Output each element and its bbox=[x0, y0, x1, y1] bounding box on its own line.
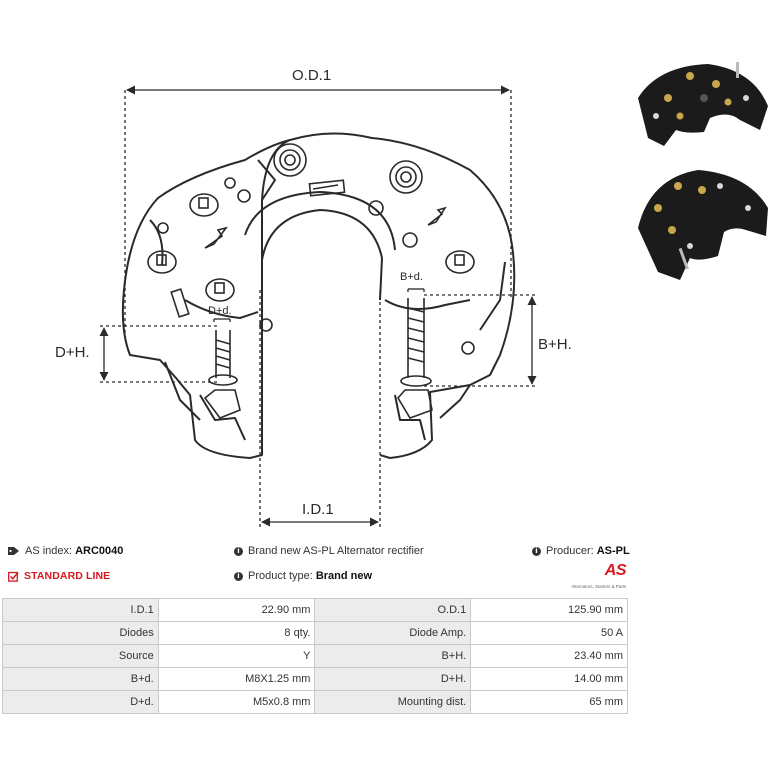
logo-brand: AS bbox=[604, 562, 627, 579]
label-bd: B+d. bbox=[400, 271, 423, 283]
tag-icon bbox=[8, 546, 20, 556]
checkbox-icon bbox=[8, 571, 19, 582]
spec-key: O.D.1 bbox=[314, 598, 472, 622]
spec-value: Y bbox=[157, 644, 316, 668]
spec-key: D+d. bbox=[2, 690, 159, 714]
label-dd: D+d. bbox=[208, 305, 232, 317]
spec-key: B+H. bbox=[314, 644, 472, 668]
producer-label: Producer: bbox=[546, 545, 594, 557]
terminal-stud-right bbox=[397, 298, 433, 419]
product-type-value: Brand new bbox=[315, 570, 373, 582]
producer: i Producer: AS-PL bbox=[532, 545, 630, 557]
info-icon: i bbox=[532, 546, 541, 556]
rectifier-outline bbox=[121, 132, 516, 459]
as-pl-logo: AS Alternators, Starters & Parts bbox=[566, 562, 626, 592]
table-row: Source Y B+H. 23.40 mm bbox=[2, 644, 628, 668]
spec-key: B+d. bbox=[2, 667, 159, 691]
spec-key: Diodes bbox=[2, 621, 159, 645]
table-row: B+d. M8X1.25 mm D+H. 14.00 mm bbox=[2, 667, 628, 691]
spec-value: 14.00 mm bbox=[470, 667, 628, 691]
logo-tagline: Alternators, Starters & Parts bbox=[571, 584, 626, 589]
spec-key: Source bbox=[2, 644, 159, 668]
spec-key: D+H. bbox=[314, 667, 472, 691]
table-row: Diodes 8 qty. Diode Amp. 50 A bbox=[2, 621, 628, 645]
spec-key: Mounting dist. bbox=[314, 690, 472, 714]
spec-value: M8X1.25 mm bbox=[157, 667, 316, 691]
label-od1: O.D.1 bbox=[292, 67, 331, 84]
info-icon: i bbox=[234, 571, 243, 581]
standard-line: STANDARD LINE bbox=[8, 570, 110, 582]
rectifier-features bbox=[147, 143, 475, 355]
product-type-label: Product type: bbox=[248, 570, 313, 582]
spec-value: 8 qty. bbox=[157, 621, 316, 645]
description: i Brand new AS-PL Alternator rectifier bbox=[234, 545, 424, 557]
as-index: AS index: ARC0040 bbox=[8, 545, 123, 557]
dimension-arrows bbox=[99, 85, 537, 527]
producer-value: AS-PL bbox=[596, 545, 630, 557]
info-icon: i bbox=[234, 546, 243, 556]
spec-key: I.D.1 bbox=[2, 598, 159, 622]
as-index-label: AS index: bbox=[25, 545, 73, 557]
standard-line-text: STANDARD LINE bbox=[24, 570, 111, 582]
spec-value: 22.90 mm bbox=[157, 598, 316, 622]
spec-value: 125.90 mm bbox=[470, 598, 628, 622]
product-photo-top bbox=[638, 62, 768, 146]
dimension-lines bbox=[100, 90, 538, 528]
table-row: I.D.1 22.90 mm O.D.1 125.90 mm bbox=[2, 598, 628, 622]
label-dh: D+H. bbox=[55, 344, 90, 361]
spec-value: 50 A bbox=[470, 621, 628, 645]
label-bh: B+H. bbox=[538, 336, 572, 353]
spec-value: 23.40 mm bbox=[470, 644, 628, 668]
as-index-value: ARC0040 bbox=[75, 545, 124, 557]
terminal-stud-left bbox=[203, 330, 241, 419]
description-text: Brand new AS-PL Alternator rectifier bbox=[248, 545, 424, 557]
table-row: D+d. M5x0.8 mm Mounting dist. 65 mm bbox=[2, 690, 628, 714]
spec-key: Diode Amp. bbox=[314, 621, 472, 645]
rectifier-technical-drawing: O.D.1 I.D.1 B+H. D+H. B+d. D+d. bbox=[55, 67, 572, 528]
specifications-table: I.D.1 22.90 mm O.D.1 125.90 mm Diodes 8 … bbox=[2, 598, 628, 714]
label-id1: I.D.1 bbox=[302, 501, 334, 518]
spec-value: M5x0.8 mm bbox=[157, 690, 316, 714]
product-photos bbox=[638, 62, 768, 280]
product-type: i Product type: Brand new bbox=[234, 570, 372, 582]
spec-value: 65 mm bbox=[470, 690, 628, 714]
product-photo-bottom bbox=[638, 170, 768, 280]
